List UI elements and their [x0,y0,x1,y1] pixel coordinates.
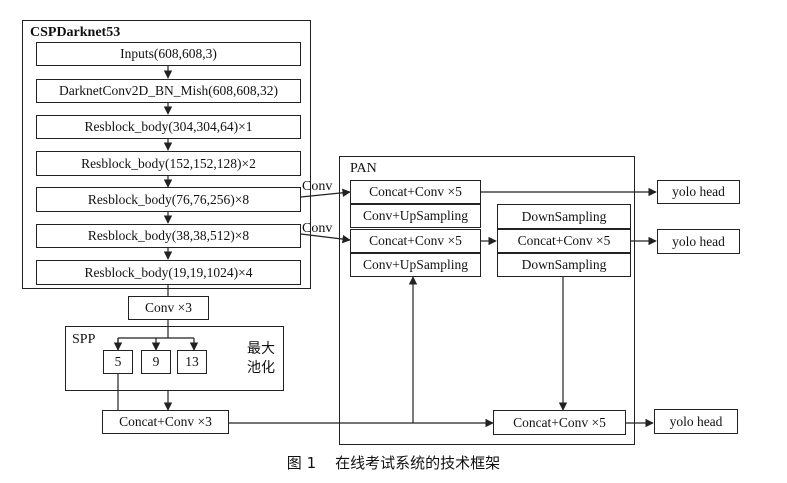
figure-caption: 图 1 在线考试系统的技术框架 [286,454,501,472]
backbone-layer-resblock-3: Resblock_body(76,76,256)×8 [36,187,301,212]
pan-title: PAN [350,161,377,176]
pan-left-conv-upsampling-bottom: Conv+UpSampling [350,253,481,277]
backbone-layer-resblock-4: Resblock_body(38,38,512)×8 [36,224,301,248]
pan-bottom-concat-conv5: Concat+Conv ×5 [493,410,626,435]
pan-left-conv-upsampling-top: Conv+UpSampling [350,204,481,228]
backbone-layer-darknet-conv2d: DarknetConv2D_BN_Mish(608,608,32) [36,79,301,103]
pan-right-downsampling-top: DownSampling [497,204,631,229]
conv-label-lower: Conv [302,221,333,236]
pan-left-concat-conv5-mid: Concat+Conv ×5 [350,229,481,253]
spp-title: SPP [72,332,96,347]
backbone-layer-resblock-2: Resblock_body(152,152,128)×2 [36,151,301,176]
pan-region [339,156,635,445]
maxpool-label-line2: 池化 [247,360,275,376]
backbone-region [22,20,311,289]
yolo-head-1: yolo head [657,180,740,204]
concat-conv3-block: Concat+Conv ×3 [102,410,229,434]
backbone-layer-inputs: Inputs(608,608,3) [36,42,301,66]
spp-pool-5: 5 [103,350,133,374]
arrow-rb4-to-pan [300,233,351,244]
pan-left-concat-conv5-top: Concat+Conv ×5 [350,180,481,204]
maxpool-label-line1: 最大 [247,341,275,357]
pan-right-downsampling-bottom: DownSampling [497,253,631,277]
spp-pool-13: 13 [177,350,207,374]
yolo-head-2: yolo head [657,229,740,254]
conv-label-upper: Conv [302,179,333,194]
backbone-layer-resblock-5: Resblock_body(19,19,1024)×4 [36,260,301,285]
spp-pool-9: 9 [141,350,171,374]
backbone-layer-resblock-1: Resblock_body(304,304,64)×1 [36,115,301,139]
pan-right-concat-conv5: Concat+Conv ×5 [497,229,631,253]
backbone-title: CSPDarknet53 [30,25,121,40]
conv3-block: Conv ×3 [128,296,209,320]
spp-region [65,326,284,391]
arrow-rb3-to-pan [300,188,351,198]
yolo-head-3: yolo head [654,409,738,434]
